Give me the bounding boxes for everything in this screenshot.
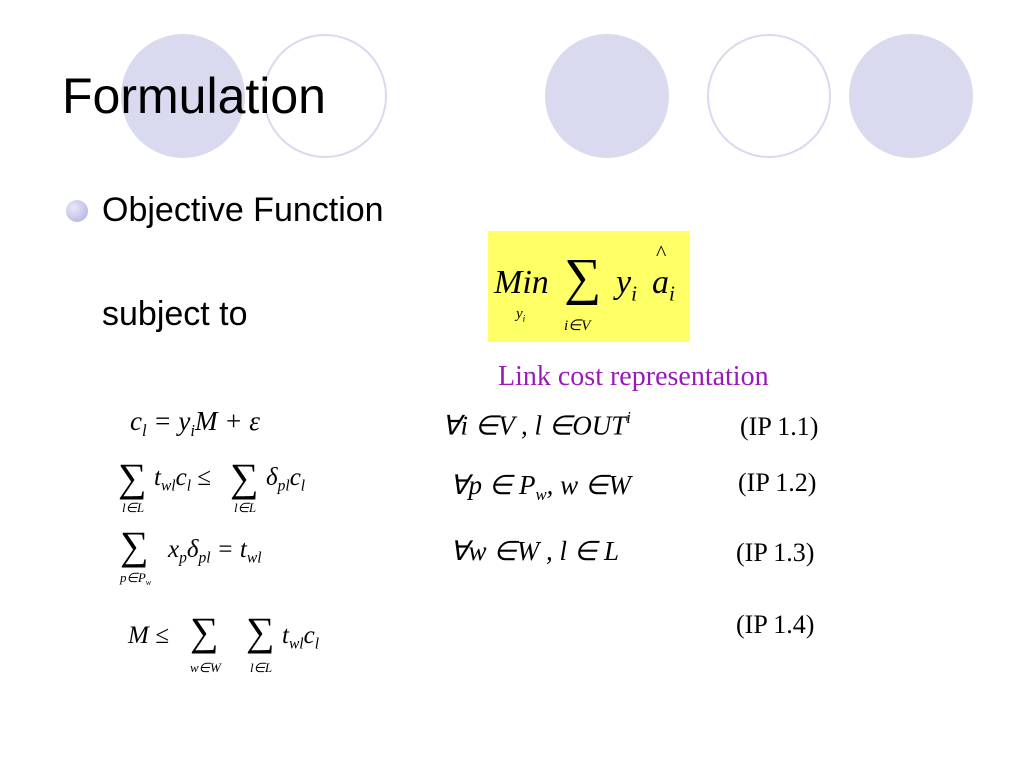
c3-term-2-sub: pl	[198, 549, 211, 567]
c2-sum-1: ∑	[118, 455, 147, 500]
constraint-1-formula: cl = yiM + ε	[130, 406, 260, 441]
c2-term-2: c	[175, 464, 187, 491]
c1-rhs-1-sub: i	[190, 420, 196, 440]
subject-to-text: subject to	[102, 295, 248, 333]
slide-title: Formulation	[62, 68, 326, 124]
decor-circle-5	[849, 34, 973, 158]
constraint-4-formula: M ≤ ∑ w∈W ∑ l∈L twlcl	[128, 610, 348, 682]
decor-circle-1	[121, 34, 245, 158]
c4-sum-limit-1: w∈W	[190, 660, 221, 675]
objective-sum-symbol: ∑	[564, 249, 602, 306]
c4-term-2-sub: l	[314, 635, 320, 653]
c2-term-3-sub: pl	[277, 477, 290, 495]
c4-sum-1: ∑	[190, 609, 219, 654]
decor-circle-2	[263, 34, 387, 158]
objective-var-y: y	[616, 264, 632, 301]
link-cost-caption: Link cost representation	[498, 361, 769, 392]
bullet-text: Objective Function	[102, 191, 384, 229]
c2-sum-limit-1: l∈L	[122, 500, 145, 515]
objective-var-a: a	[652, 264, 669, 301]
c2-relation: ≤	[197, 464, 212, 491]
objective-min: Min	[494, 264, 549, 301]
c4-lhs: M ≤	[128, 622, 169, 649]
c1-lhs: c	[130, 406, 142, 436]
c4-sum-limit-2: l∈L	[250, 660, 273, 675]
c2-domain-1: ∀p ∈ P	[450, 470, 536, 500]
objective-min-subscript-index: i	[522, 314, 526, 325]
constraint-3-domain: ∀w ∈W , l ∈ L	[450, 536, 619, 567]
constraint-3-formula: ∑ p∈Pw xpδpl = twl	[120, 524, 320, 596]
constraint-2-label: (IP 1.2)	[738, 468, 817, 497]
constraint-3-label: (IP 1.3)	[736, 538, 815, 567]
c3-term-2: δ	[186, 536, 199, 563]
c2-term-4: c	[289, 464, 301, 491]
decor-circle-3	[545, 34, 669, 158]
c2-domain-1-sub: w	[535, 484, 547, 504]
c1-domain-text: ∀i ∈V , l ∈OUT	[442, 410, 627, 441]
c2-term-2-sub: l	[186, 477, 192, 495]
c1-rhs-2: M + ε	[195, 406, 260, 436]
c2-sum-2: ∑	[230, 455, 259, 500]
c2-term-1: t	[154, 464, 161, 491]
constraint-1-label: (IP 1.1)	[740, 412, 819, 441]
c3-relation: = t	[216, 536, 247, 563]
c3-sum-limit: p∈P	[120, 570, 146, 585]
c1-lhs-sub: l	[141, 420, 147, 440]
c2-term-1-sub: wl	[160, 477, 176, 495]
c2-domain-2: , w ∈W	[546, 470, 631, 500]
objective-highlight	[488, 231, 690, 342]
c3-term-1: x	[168, 536, 180, 563]
c2-term-3: δ	[266, 464, 278, 491]
c4-term-1: t	[282, 622, 289, 649]
objective-var-y-subscript: i	[631, 281, 637, 306]
c2-sum-limit-2: l∈L	[234, 500, 257, 515]
c3-sum: ∑	[120, 523, 149, 568]
c1-rhs-1: = y	[153, 406, 191, 436]
objective-var-a-subscript: i	[669, 281, 675, 306]
c3-sum-limit-sub: w	[145, 577, 152, 587]
bullet-icon	[66, 200, 88, 222]
c3-rhs-sub: wl	[246, 549, 262, 567]
constraint-1-domain: ∀i ∈V , l ∈OUTi	[442, 408, 631, 442]
constraint-2-domain: ∀p ∈ Pw, w ∈W	[450, 470, 631, 505]
c3-term-1-sub: p	[179, 549, 187, 567]
constraint-4-label: (IP 1.4)	[736, 610, 815, 639]
objective-sum-limit: i∈V	[564, 318, 591, 334]
objective-hat: ^	[656, 240, 667, 265]
c4-term-2: c	[303, 622, 315, 649]
objective-min-subscript: y	[516, 306, 523, 322]
c2-term-4-sub: l	[300, 477, 306, 495]
c4-sum-2: ∑	[246, 609, 275, 654]
decor-circle-4	[707, 34, 831, 158]
c4-term-1-sub: wl	[288, 635, 304, 653]
c3-domain: ∀w ∈W , l ∈ L	[450, 536, 620, 566]
c1-domain-sup: i	[626, 408, 631, 427]
constraint-2-formula: ∑ l∈L twlcl ≤ ∑ l∈L δplcl	[118, 456, 338, 522]
